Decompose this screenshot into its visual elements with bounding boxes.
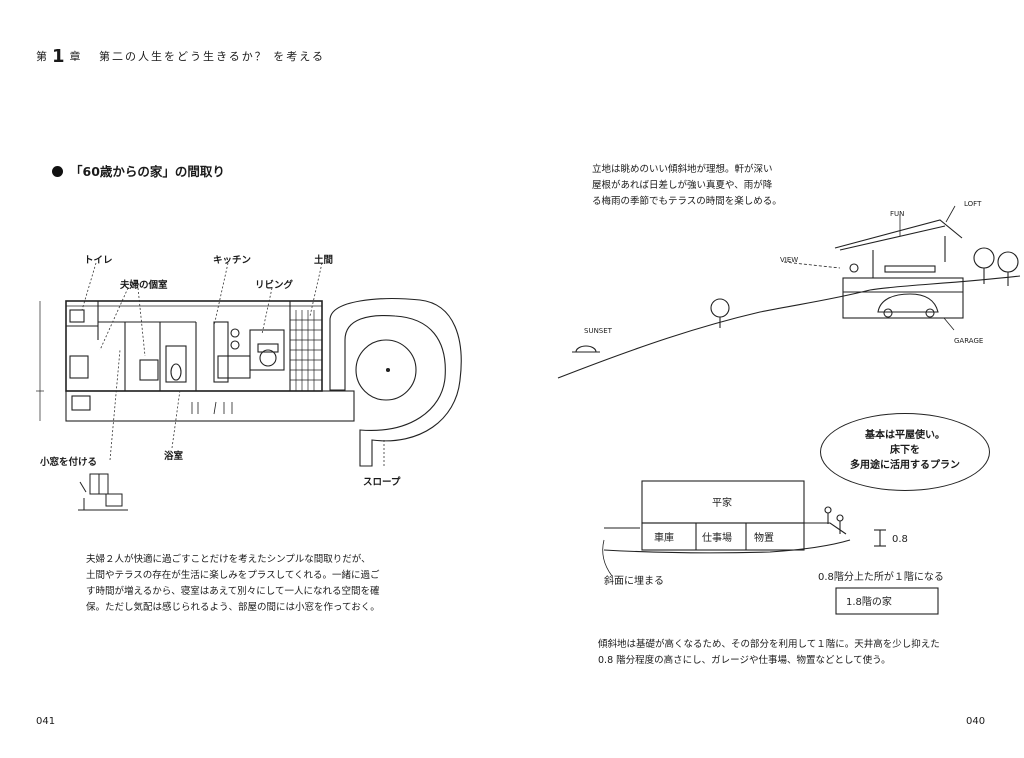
chapter-suffix: 章 [69, 50, 83, 63]
label-bedroom: 夫婦の個室 [120, 280, 168, 291]
right-bottom-paragraph: 傾斜地は基礎が高くなるため、その部分を利用して１階に。天井高を少し抑えた 0.8… [598, 637, 940, 669]
chapter-number: 1 [52, 46, 67, 67]
label-fun: FUN [890, 210, 904, 218]
desk-sketch [78, 473, 128, 511]
hillside-sketch [557, 205, 1021, 379]
label-slope: スロープ [363, 477, 401, 488]
label-bath: 浴室 [164, 451, 184, 462]
callout-line: 基本は平屋使い。 [865, 430, 945, 441]
callout-line: 多用途に活用するプラン [850, 460, 960, 471]
label-doma: 土間 [314, 255, 334, 266]
right-top-line: 立地は眺めのいい傾斜地が理想。軒が深い [592, 164, 773, 175]
label-shigoto: 仕事場 [702, 531, 732, 544]
label-kitchen: キッチン [213, 255, 252, 266]
label-hiraya: 平家 [712, 496, 732, 509]
label-mono: 物置 [754, 531, 774, 544]
label-living: リビング [255, 280, 294, 291]
chapter-prefix: 第 [36, 50, 49, 63]
chapter-title: 第二の人生をどう生きるか？ を考える [99, 50, 325, 63]
label-height: 0.8 [892, 534, 908, 545]
callout-oval: 基本は平屋使い。 床下を 多用途に活用するプラン [820, 413, 990, 491]
label-view: VIEW [780, 256, 798, 264]
left-paragraph-line: す時間が増えるから、寝室はあえて別々にして一人になれる空間を確 [86, 586, 380, 597]
section-title: 「60歳からの家」の間取り [52, 161, 225, 180]
floor-plan-drawing [36, 298, 462, 467]
label-toilet: トイレ [84, 255, 113, 266]
right-bottom-line: 傾斜地は基礎が高くなるため、その部分を利用して１階に。天井高を少し抑えた [598, 639, 940, 650]
label-small-window: 小窓を付ける [40, 457, 98, 468]
right-top-line: 屋根があれば日差しが強い真夏や、雨が降 [592, 180, 773, 191]
bullet-icon [52, 166, 63, 177]
right-top-line: る梅雨の季節でもテラスの時間を楽しめる。 [592, 196, 782, 207]
page-number-left: 041 [36, 716, 56, 727]
label-sunset: SUNSET [584, 327, 613, 335]
right-bottom-line: 0.8 階分程度の高さにし、ガレージや仕事場、物置などとして使う。 [598, 655, 891, 666]
label-garage: GARAGE [954, 337, 983, 345]
label-slope-note: 斜面に埋まる [604, 574, 664, 587]
page-number-right: 040 [966, 716, 986, 727]
label-note-08: 0.8階分上た所が１階になる [818, 570, 944, 583]
right-top-paragraph: 立地は眺めのいい傾斜地が理想。軒が深い 屋根があれば日差しが強い真夏や、雨が降 … [592, 162, 782, 210]
left-paragraph-line: 保。ただし気配は感じられるよう、部屋の間には小窓を作っておく。 [86, 602, 380, 613]
label-loft: LOFT [964, 200, 982, 208]
left-paragraph: 夫婦２人が快適に過ごすことだけを考えたシンプルな間取りだが、 土間やテラスの存在… [86, 552, 380, 616]
section-title-text: 「60歳からの家」の間取り [70, 164, 225, 179]
label-shoko: 車庫 [654, 531, 674, 544]
left-paragraph-line: 夫婦２人が快適に過ごすことだけを考えたシンプルな間取りだが、 [86, 554, 371, 565]
sketch-annotation-labels: FUN LOFT VIEW SUNSET GARAGE 平家 車庫 仕事場 物置… [584, 200, 983, 608]
left-paragraph-line: 土間やテラスの存在が生活に楽しみをプラスしてくれる。一緒に過ご [86, 570, 380, 581]
section-sketch [602, 480, 939, 615]
plan-leader-lines [81, 262, 385, 466]
label-box: 1.8階の家 [846, 595, 892, 608]
callout-line: 床下を [890, 445, 920, 456]
